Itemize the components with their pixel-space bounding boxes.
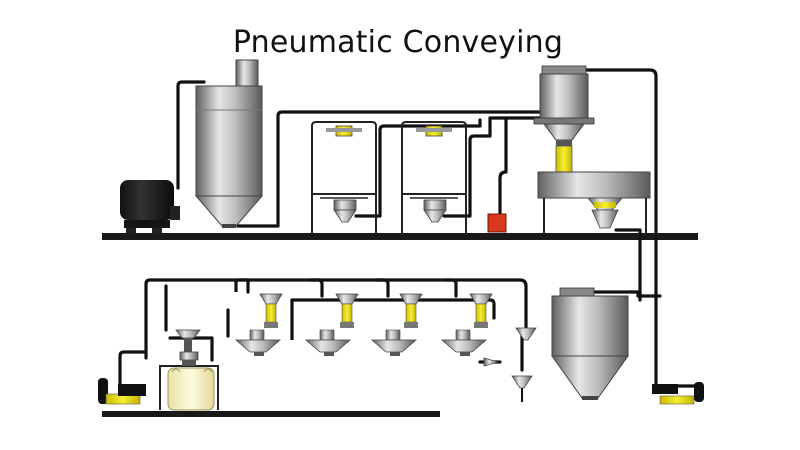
diagram-title: Pneumatic Conveying xyxy=(233,25,563,60)
discharge-frame-1-yellow-clamp xyxy=(326,125,362,137)
blower-unit xyxy=(120,180,180,234)
lower-left-blower xyxy=(98,378,146,405)
conveying-lines xyxy=(118,68,702,388)
lower-silo xyxy=(551,287,629,400)
yellow-rotary-valve xyxy=(555,145,573,173)
receiver-1 xyxy=(234,293,283,356)
filled-bulk-bag xyxy=(167,367,215,411)
receiver-4 xyxy=(440,293,493,356)
discharge-frame-2-yellow-clamp xyxy=(416,125,452,137)
bag-filler-head xyxy=(175,329,201,366)
inline-pickup xyxy=(483,357,500,367)
upper-floor xyxy=(102,233,698,240)
small-cone-receiver-1 xyxy=(515,327,537,341)
discharge-frame-1 xyxy=(311,121,377,234)
lower-floor xyxy=(102,411,440,417)
filter-receiver xyxy=(533,65,595,146)
lower-header-lines xyxy=(234,280,294,340)
discharge-frame-1-hopper xyxy=(333,199,357,223)
mixing-hopper xyxy=(537,171,651,234)
small-cone-receiver-2 xyxy=(511,375,533,402)
red-valve-box xyxy=(487,213,507,233)
receiver-2 xyxy=(304,293,359,356)
receiver-3 xyxy=(370,293,423,356)
discharge-frame-2 xyxy=(401,121,467,234)
storage-silo xyxy=(194,59,264,228)
vacuum-blower xyxy=(652,382,704,405)
discharge-frame-2-hopper xyxy=(423,199,447,223)
